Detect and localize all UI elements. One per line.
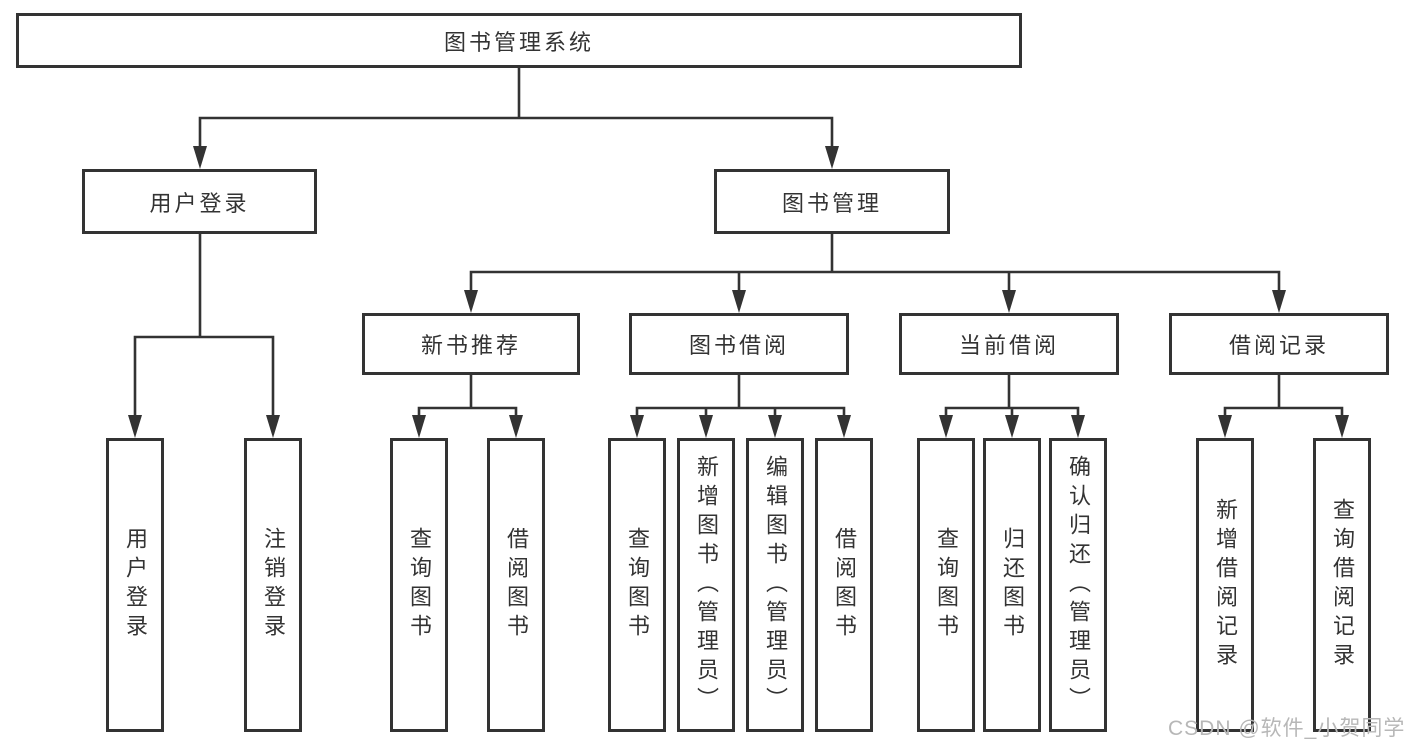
leaf-query-books-borrow: 查询图书 [608, 438, 666, 732]
leaf-return-books: 归还图书 [983, 438, 1041, 732]
leaf-user-login: 用户登录 [106, 438, 164, 732]
leaf-borrow-books-recommend: 借阅图书 [487, 438, 545, 732]
leaf-query-books-recommend: 查询图书 [390, 438, 448, 732]
node-new-book-recommend: 新书推荐 [362, 313, 580, 375]
node-user-login: 用户登录 [82, 169, 317, 234]
leaf-add-borrow-record: 新增借阅记录 [1196, 438, 1254, 732]
leaf-logout: 注销登录 [244, 438, 302, 732]
leaf-edit-books-admin: 编辑图书（管理员） [746, 438, 804, 732]
csdn-watermark: CSDN @软件_小贺同学 [1168, 717, 1405, 740]
leaf-borrow-books: 借阅图书 [815, 438, 873, 732]
leaf-add-books-admin: 新增图书（管理员） [677, 438, 735, 732]
node-book-borrow: 图书借阅 [629, 313, 849, 375]
node-library-system: 图书管理系统 [16, 13, 1022, 68]
leaf-confirm-return-admin: 确认归还（管理员） [1049, 438, 1107, 732]
node-book-management: 图书管理 [714, 169, 950, 234]
node-borrow-records: 借阅记录 [1169, 313, 1389, 375]
leaf-query-books-current: 查询图书 [917, 438, 975, 732]
node-current-borrow: 当前借阅 [899, 313, 1119, 375]
leaf-query-borrow-record: 查询借阅记录 [1313, 438, 1371, 732]
